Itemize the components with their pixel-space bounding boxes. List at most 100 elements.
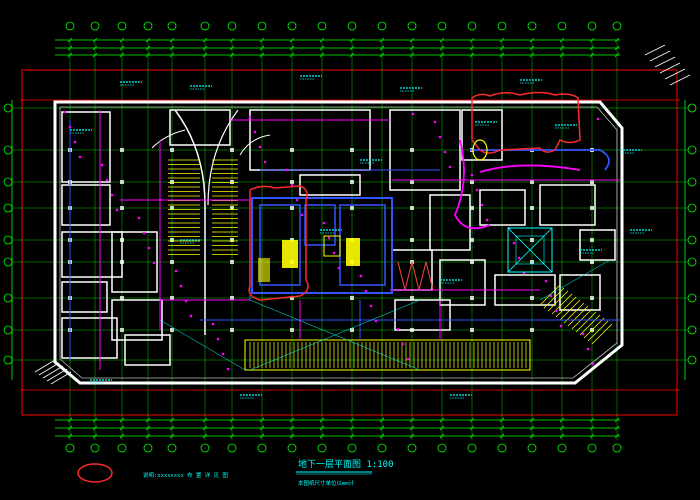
grid-axis-bubble-icon: [407, 443, 417, 453]
pipe-node: [438, 135, 442, 139]
grid-axis-bubble-icon: [557, 443, 567, 453]
grid-axis-bubble-icon: [317, 443, 327, 453]
grid-axis-bubble-icon: [3, 257, 13, 267]
grid-axis-bubble-icon: [143, 443, 153, 453]
grid-axis-bubble-icon: [527, 443, 537, 453]
column: [470, 328, 474, 332]
ramp-curve: [207, 109, 239, 206]
column: [410, 180, 414, 184]
stair-hatch-icon: [559, 299, 581, 321]
column: [290, 148, 294, 152]
pipe-node: [248, 115, 252, 119]
column: [290, 328, 294, 332]
room-wall: [124, 334, 171, 366]
pipe-node: [406, 357, 410, 361]
stair-hatch-icon: [543, 287, 565, 309]
room-wall: [61, 317, 118, 359]
room-wall: [299, 174, 361, 196]
grid-axis-bubble-icon: [612, 21, 622, 31]
pipe-run: [470, 149, 610, 171]
pipe-node: [100, 163, 104, 167]
ramp-hatch: [38, 362, 60, 376]
column: [230, 206, 234, 210]
grid-axis-bubble-icon: [377, 443, 387, 453]
grid-axis-bubble-icon: [687, 177, 697, 187]
grid-axis-bubble-icon: [227, 21, 237, 31]
stair-hatch-icon: [591, 323, 613, 345]
column: [350, 296, 354, 300]
pipe-node: [512, 241, 516, 245]
pipe-node: [285, 168, 289, 172]
room-wall: [479, 189, 526, 226]
column: [470, 238, 474, 242]
grid-axis-bubble-icon: [257, 443, 267, 453]
grid-axis-bubble-icon: [687, 257, 697, 267]
pipe-node: [211, 322, 215, 326]
column: [530, 180, 534, 184]
column: [120, 260, 124, 264]
column: [530, 206, 534, 210]
grid-axis-bubble-icon: [3, 235, 13, 245]
column: [590, 296, 594, 300]
ramp-hatch: [649, 50, 671, 62]
ramp-hatch: [644, 44, 666, 56]
pipe-run: [454, 139, 491, 230]
column: [120, 180, 124, 184]
drawing-title: 地下一层平面图 1:100: [298, 458, 394, 470]
pipe-node: [115, 208, 119, 212]
column: [470, 206, 474, 210]
grid-axis-bubble-icon: [557, 21, 567, 31]
stair-hatch-icon: [587, 320, 609, 342]
grid-axis-bubble-icon: [497, 443, 507, 453]
pipe-node: [480, 203, 484, 207]
column: [530, 328, 534, 332]
stair-hatch-icon: [539, 284, 561, 306]
room-wall: [429, 194, 471, 251]
column: [590, 260, 594, 264]
grid-axis-bubble-icon: [467, 21, 477, 31]
pipe-node: [443, 150, 447, 154]
grid-axis-bubble-icon: [287, 443, 297, 453]
stair-hatch-icon: [575, 311, 597, 333]
grid-axis-bubble-icon: [65, 443, 75, 453]
column: [590, 206, 594, 210]
pipe-node: [290, 183, 294, 187]
pipe-node: [174, 269, 178, 273]
grid-axis-bubble-icon: [167, 21, 177, 31]
grid-axis-bubble-icon: [347, 21, 357, 31]
column: [230, 296, 234, 300]
pipe-node: [485, 218, 489, 222]
column: [410, 238, 414, 242]
room-wall: [61, 281, 108, 313]
leader-line: [539, 259, 611, 301]
building-outline-inner: [59, 106, 618, 379]
pipe-node: [263, 160, 267, 164]
column: [170, 328, 174, 332]
pipe-node: [216, 337, 220, 341]
pipe-node: [517, 256, 521, 260]
pipe-node: [110, 193, 114, 197]
grid-axis-bubble-icon: [3, 145, 13, 155]
pipe-node: [295, 198, 299, 202]
grid-axis-bubble-icon: [527, 21, 537, 31]
room-wall: [169, 109, 231, 146]
pipe-node: [63, 110, 67, 114]
leader-line: [249, 299, 421, 371]
ramp-hatch: [34, 359, 56, 373]
title-block: 地下一层平面图 1:100 本图纸尺寸单位以mm计 说明:xxxxxxxx 布 …: [143, 458, 394, 487]
ramp-curve: [174, 109, 206, 335]
pipe-node: [401, 342, 405, 346]
outer-frame: [21, 69, 678, 416]
grid-axis-bubble-icon: [143, 21, 153, 31]
grid-axis-bubble-icon: [227, 443, 237, 453]
pipe-node: [470, 173, 474, 177]
pipe-node: [68, 125, 72, 129]
grid-axis-bubble-icon: [3, 355, 13, 365]
pipe-node: [189, 314, 193, 318]
stair-hatch-icon: [579, 314, 601, 336]
pipe-node: [581, 332, 585, 336]
column: [120, 238, 124, 242]
column: [590, 238, 594, 242]
ramp-hatch: [50, 371, 72, 385]
pipe-node: [147, 246, 151, 250]
